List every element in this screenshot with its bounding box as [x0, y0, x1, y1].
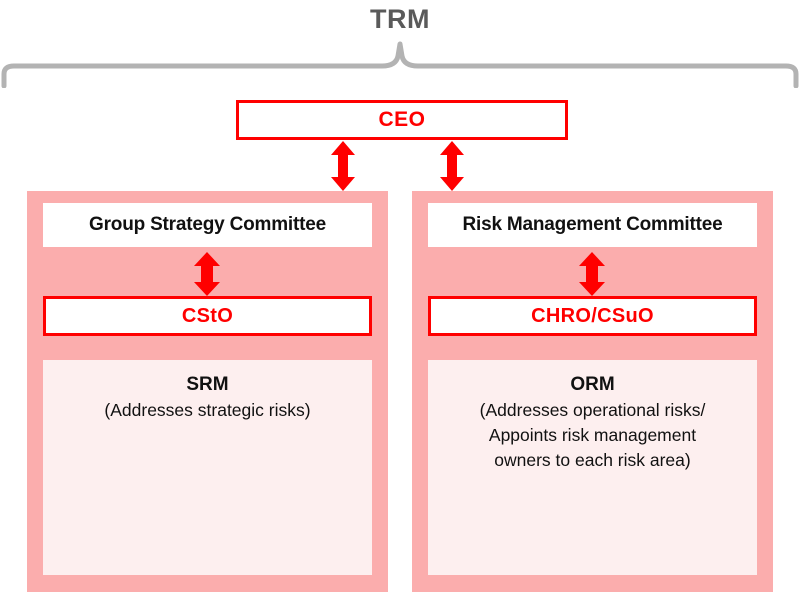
- orm-box: ORM (Addresses operational risks/ Appoin…: [428, 360, 757, 575]
- chro-csuo-box[interactable]: CHRO/CSuO: [428, 296, 757, 336]
- orm-description-line: Appoints risk management: [488, 425, 697, 445]
- orm-heading: ORM: [570, 374, 615, 395]
- top-brace: [0, 40, 800, 89]
- connector-committee-to-chro: [578, 252, 606, 296]
- connector-ceo-to-risk-management: [439, 141, 465, 191]
- double-arrow-icon: [194, 252, 220, 296]
- chro-csuo-label: CHRO/CSuO: [531, 304, 654, 327]
- ceo-label: CEO: [378, 108, 426, 131]
- risk-management-committee-label: Risk Management Committee: [462, 214, 723, 235]
- cstо-box[interactable]: CStO: [43, 296, 372, 336]
- panel-operational: Risk Management Committee CHRO/CSuO ORM …: [412, 191, 773, 592]
- panel-strategic: Group Strategy Committee CStO SRM (Addre…: [27, 191, 388, 592]
- group-strategy-committee-label: Group Strategy Committee: [89, 214, 326, 235]
- connector-committee-to-cstо: [193, 252, 221, 296]
- ceo-box[interactable]: CEO: [236, 100, 568, 140]
- page-title: TRM: [370, 4, 430, 34]
- orm-description: (Addresses operational risks/ Appoints r…: [428, 398, 757, 473]
- double-arrow-icon: [331, 141, 355, 191]
- srm-description: (Addresses strategic risks): [43, 398, 372, 423]
- group-strategy-committee-box[interactable]: Group Strategy Committee: [43, 203, 372, 247]
- orm-description-line: (Addresses operational risks/: [479, 400, 706, 420]
- double-arrow-icon: [579, 252, 605, 296]
- risk-management-committee-box[interactable]: Risk Management Committee: [428, 203, 757, 247]
- brace-icon: [1, 41, 799, 89]
- srm-box: SRM (Addresses strategic risks): [43, 360, 372, 575]
- srm-heading: SRM: [186, 374, 229, 395]
- cstо-label: CStO: [181, 304, 234, 327]
- double-arrow-icon: [440, 141, 464, 191]
- orm-description-line: owners to each risk area): [494, 450, 691, 470]
- srm-description-line: (Addresses strategic risks): [104, 400, 311, 420]
- connector-ceo-to-group-strategy: [330, 141, 356, 191]
